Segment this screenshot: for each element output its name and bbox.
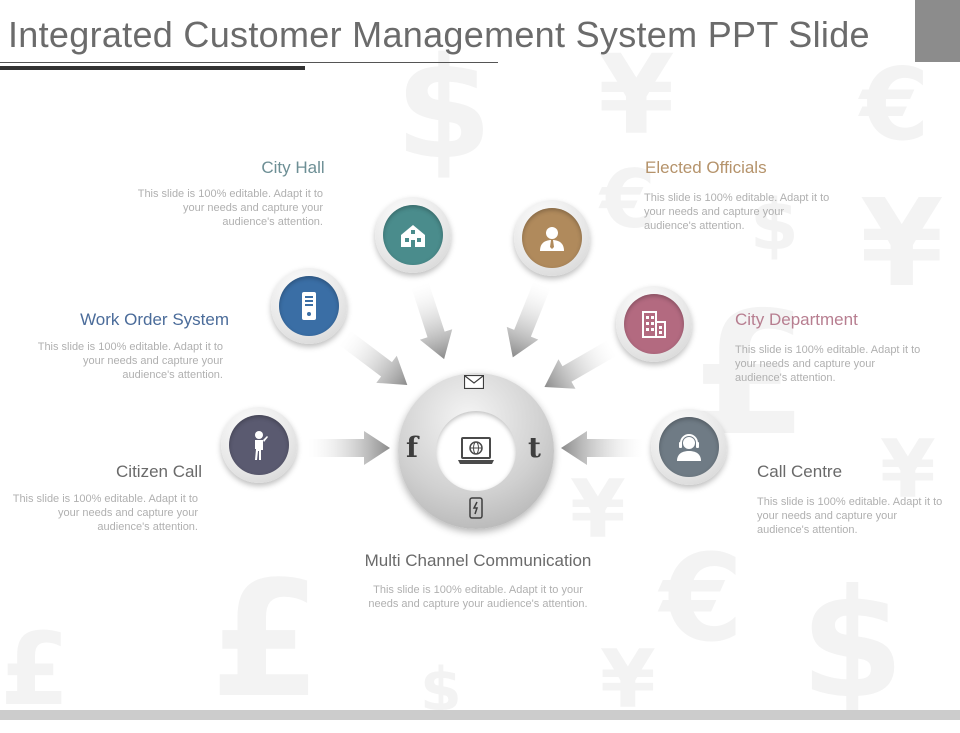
city-department-desc: This slide is 100% editable. Adapt it to… [735,344,921,384]
background-yen-icon: ¥ [880,423,936,516]
arrow-city-department [544,340,617,389]
slide-title: Integrated Customer Management System PP… [8,14,870,55]
background-pound-icon: £ [0,611,70,728]
background-euro-icon: € [660,530,744,669]
background-dollar-icon: $ [800,558,905,732]
hub-center [436,411,516,491]
phone-icon [469,497,483,519]
official-person-icon [540,227,564,251]
background-euro-icon: € [860,46,930,163]
hub-desc: This slide is 100% editable. Adapt it to… [368,584,588,610]
background-yen-icon: ¥ [600,633,656,726]
building-icon [642,311,666,338]
disc-elected-officials [522,208,582,268]
background-yen-icon: ¥ [860,175,944,314]
background-yen-icon: ¥ [570,463,626,556]
facebook-icon: f [406,431,419,464]
node-call-centre [651,409,727,485]
arrow-elected-officials [506,281,551,358]
city-department-label: City Department [735,310,858,329]
title-underline-accent [0,66,305,70]
background-pound-icon: £ [210,546,322,733]
work-order-system-label: Work Order System [80,310,229,329]
node-work-order-system [271,268,347,344]
tumblr-icon: t [528,431,541,464]
mail-icon [464,375,484,389]
headset-agent-icon [677,434,701,461]
corner-accent [915,0,960,62]
background-euro-icon: € [600,153,656,246]
call-centre-desc: This slide is 100% editable. Adapt it to… [757,496,943,536]
server-icon [302,292,316,320]
footer-bar [0,710,960,720]
citizen-call-desc: This slide is 100% editable. Adapt it to… [12,493,198,533]
disc-citizen-call [229,415,289,475]
node-citizen-call [221,407,297,483]
person-calling-icon [255,431,268,460]
city-hall-desc: This slide is 100% editable. Adapt it to… [137,188,323,228]
call-centre-label: Call Centre [757,462,843,481]
node-city-hall [375,197,451,273]
arrow-city-hall [411,282,453,360]
city-hall-label: City Hall [261,158,325,177]
disc-work-order-system [279,276,339,336]
background-yen-icon: ¥ [598,31,675,159]
laptop-globe-icon [458,437,494,464]
disc-city-department [624,294,684,354]
title-underline [0,62,498,63]
hub-multi-channel: f t [398,373,554,529]
elected-officials-desc: This slide is 100% editable. Adapt it to… [644,192,830,232]
node-elected-officials [514,200,590,276]
arrow-work-order [339,330,408,385]
town-hall-icon [401,225,425,247]
citizen-call-label: Citizen Call [116,462,202,481]
arrow-call-centre [561,431,643,465]
work-order-system-desc: This slide is 100% editable. Adapt it to… [37,341,223,381]
disc-city-hall [383,205,443,265]
node-city-department [616,286,692,362]
hub-label: Multi Channel Communication [364,551,592,570]
arrow-citizen-call [308,431,390,465]
background-dollar-icon: $ [750,184,799,266]
elected-officials-label: Elected Officials [645,158,767,177]
disc-call-centre [659,417,719,477]
